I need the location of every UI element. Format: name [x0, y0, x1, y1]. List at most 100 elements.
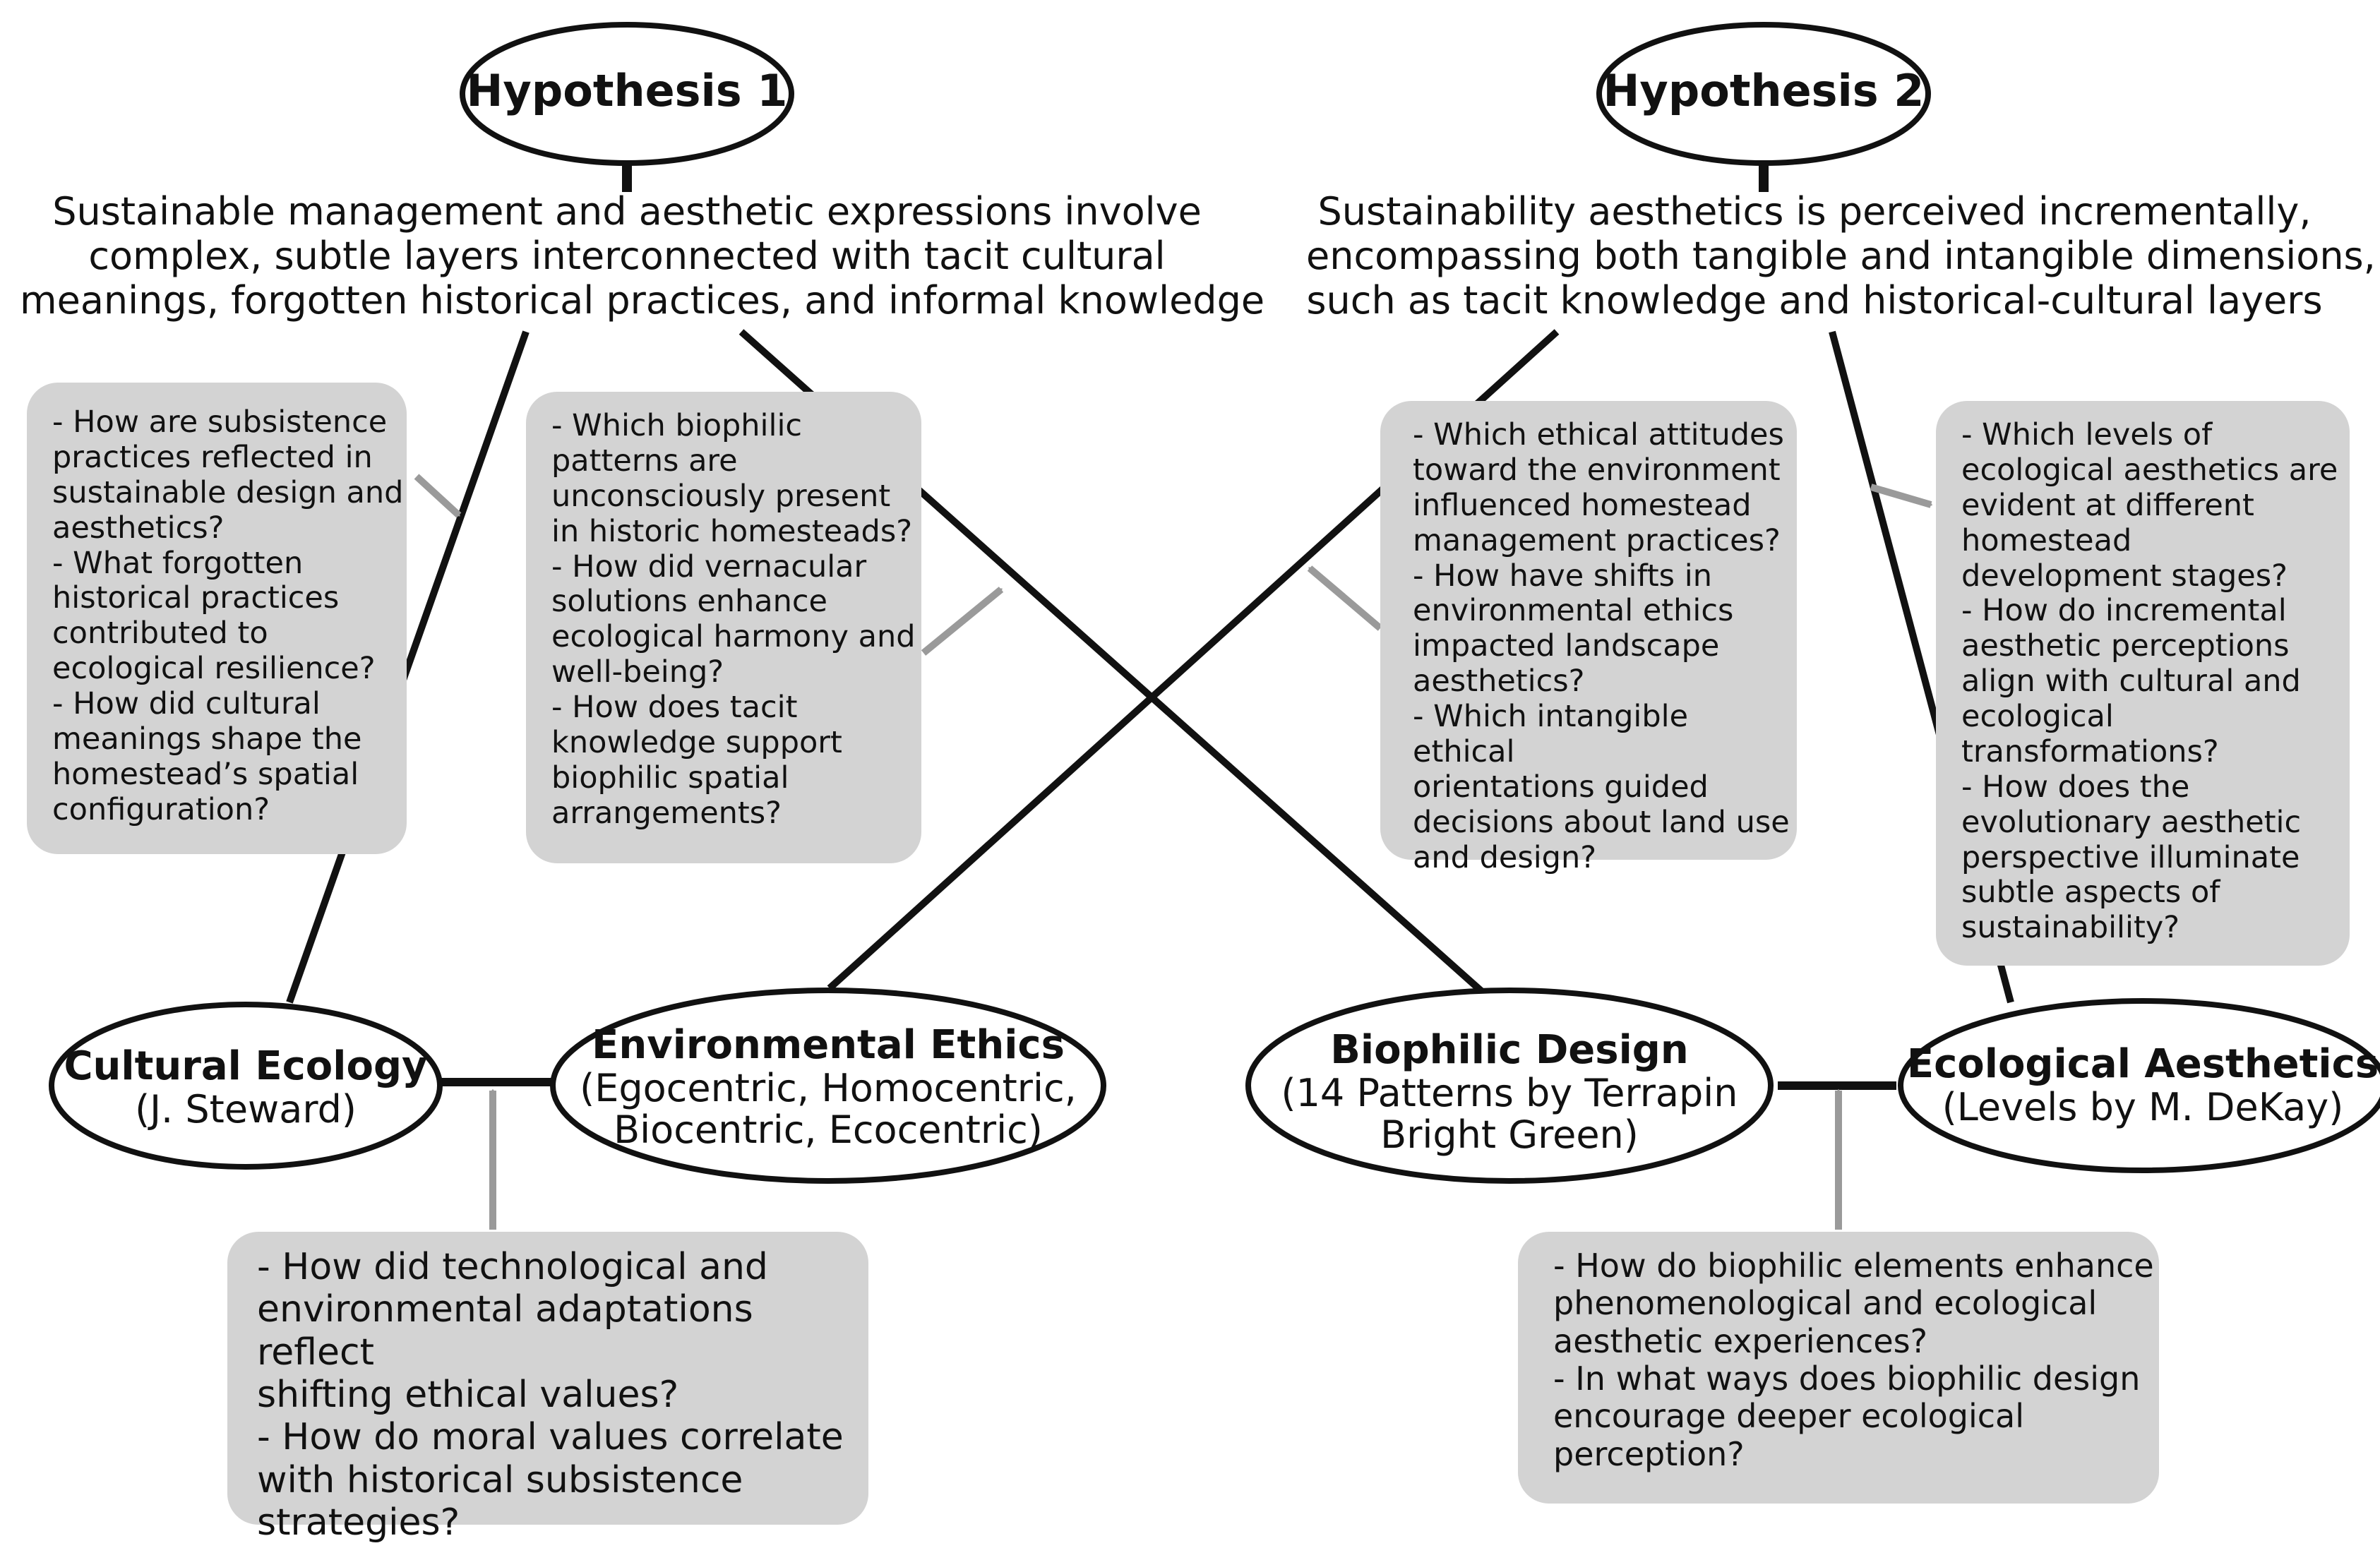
cultural-ecology-ellipse [49, 1002, 443, 1170]
biophilic-design-ellipse [1245, 988, 1774, 1184]
arrow-ethics-box [1307, 565, 1383, 631]
arrow-biophilic-box [921, 587, 1004, 656]
question-line: ecological resilience? [52, 651, 376, 687]
question-line: and design? [1413, 839, 1597, 875]
question-box-biophilic-experience: - How do biophilic elements enhance phen… [1518, 1232, 2159, 1504]
question-line: influenced homestead [1413, 487, 1752, 523]
hypothesis-2-line: Sustainability aesthetics is perceived i… [1317, 189, 2312, 234]
question-line: - How do moral values correlate [257, 1416, 844, 1459]
question-line: toward the environment [1413, 452, 1781, 488]
question-line: patterns are [551, 443, 738, 479]
question-line: environmental adaptations reflect [257, 1288, 753, 1374]
hypothesis-1-ellipse [460, 22, 794, 166]
ecological-aesthetics-ellipse [1898, 998, 2380, 1173]
question-line: configuration? [52, 791, 270, 827]
question-line: phenomenological and ecological [1553, 1284, 2098, 1323]
question-line: evolutionary aesthetic [1961, 804, 2302, 840]
question-line: impacted landscape [1413, 628, 1720, 664]
question-line: - Which ethical attitudes [1413, 417, 1784, 452]
cultural-ecology-node: Cultural Ecology (J. Steward) [52, 1045, 440, 1130]
arrow-ecological-aesthetics-box [1870, 484, 1933, 508]
question-line: homestead [1961, 522, 2132, 558]
question-line: practices reflected in [52, 439, 373, 475]
question-line: - How have shifts in [1413, 558, 1712, 594]
question-line: management practices? [1413, 522, 1781, 558]
question-line: aesthetics? [52, 510, 225, 546]
question-line: shifting ethical values? [257, 1373, 679, 1416]
environmental-ethics-subtitle: (Egocentric, Homocentric, [580, 1065, 1077, 1110]
hypothesis-1-text: Sustainable management and aesthetic exp… [20, 189, 1265, 323]
question-line: sustainable design and [52, 474, 404, 510]
question-line: - How does the [1961, 769, 2190, 805]
question-line: sustainability? [1961, 910, 2180, 946]
question-line: - Which levels of [1961, 417, 2213, 452]
question-line: - How do incremental [1961, 593, 2287, 629]
question-line: - Which biophilic [551, 408, 803, 443]
arrow-cultural-ecology-box [414, 474, 462, 518]
question-line: knowledge support [551, 724, 842, 760]
connector-h1-cultural-ecology [286, 330, 530, 1004]
hypothesis-2-line: such as tacit knowledge and historical-c… [1306, 278, 2323, 323]
question-line: aesthetic perceptions [1961, 628, 2290, 664]
hypothesis-1-label: Hypothesis 1 [466, 65, 788, 116]
hypothesis-1-line: complex, subtle layers interconnected wi… [88, 234, 1166, 279]
question-line: well-being? [551, 654, 724, 690]
question-line: perspective illuminate [1961, 839, 2300, 875]
question-line: arrangements? [551, 795, 782, 831]
hypothesis-1-line: meanings, forgotten historical practices… [20, 278, 1265, 323]
question-line: ecological harmony and [551, 619, 916, 655]
question-line: aesthetic experiences? [1553, 1321, 1928, 1360]
environmental-ethics-title: Environmental Ethics [592, 1022, 1065, 1068]
environmental-ethics-ellipse [550, 988, 1106, 1184]
cultural-ecology-title: Cultural Ecology [64, 1043, 428, 1089]
question-line: transformations? [1961, 733, 2219, 769]
question-line: development stages? [1961, 558, 2288, 594]
question-line: environmental ethics [1413, 593, 1734, 629]
hypothesis-2-ellipse [1596, 22, 1931, 166]
question-line: orientations guided [1413, 769, 1709, 805]
biophilic-design-node: Biophilic Design (14 Patterns by Terrapi… [1248, 1028, 1771, 1156]
cultural-ecology-subtitle: (J. Steward) [135, 1086, 357, 1132]
environmental-ethics-subtitle: Biocentric, Ecocentric) [614, 1107, 1043, 1152]
question-line: homestead’s spatial [52, 756, 359, 792]
question-line: unconsciously present [551, 478, 891, 514]
ecological-aesthetics-title: Ecological Aesthetics [1906, 1041, 2379, 1087]
question-line: ecological aesthetics are [1961, 452, 2338, 488]
question-line: - In what ways does biophilic design [1553, 1360, 2141, 1398]
question-box-cultural-ecology: - How are subsistence practices reflecte… [27, 383, 407, 854]
question-line: decisions about land use [1413, 804, 1790, 840]
question-line: perception? [1553, 1434, 1745, 1473]
hypothesis-1-line: Sustainable management and aesthetic exp… [52, 189, 1202, 234]
environmental-ethics-node: Environmental Ethics (Egocentric, Homoce… [553, 1024, 1104, 1151]
question-line: in historic homesteads? [551, 513, 913, 549]
question-line: solutions enhance [551, 584, 828, 620]
hypothesis-2-label: Hypothesis 2 [1603, 65, 1925, 116]
biophilic-design-subtitle: Bright Green) [1380, 1112, 1639, 1157]
question-line: evident at different [1961, 487, 2254, 523]
biophilic-design-title: Biophilic Design [1330, 1027, 1689, 1073]
ecological-aesthetics-subtitle: (Levels by M. DeKay) [1942, 1084, 2344, 1129]
question-line: encourage deeper ecological [1553, 1397, 2024, 1436]
question-box-ethics-adaptations: - How did technological and environmenta… [227, 1232, 868, 1544]
question-line: - Which intangible ethical [1413, 699, 1689, 769]
question-line: - How did cultural [52, 686, 321, 721]
biophilic-design-subtitle: (14 Patterns by Terrapin [1281, 1070, 1738, 1115]
question-line: strategies? [257, 1501, 460, 1544]
question-line: - What forgotten [52, 545, 304, 581]
question-line: aesthetics? [1413, 664, 1585, 700]
hypothesis-2-line: encompassing both tangible and intangibl… [1306, 234, 2376, 279]
question-line: - How do biophilic elements enhance [1553, 1247, 2154, 1285]
question-line: contributed to [52, 616, 268, 652]
question-line: - How did technological and [257, 1246, 768, 1288]
question-line: - How did vernacular [551, 548, 867, 584]
question-line: align with cultural and [1961, 664, 2301, 700]
question-box-ethical-attitudes: - Which ethical attitudes toward the env… [1380, 401, 1797, 875]
ecological-aesthetics-node: Ecological Aesthetics (Levels by M. DeKa… [1901, 1043, 2380, 1128]
question-line: historical practices [52, 580, 340, 616]
question-line: with historical subsistence [257, 1458, 743, 1501]
question-box-biophilic-patterns: - Which biophilic patterns are unconscio… [526, 392, 921, 863]
question-box-ecological-aesthetics: - Which levels of ecological aesthetics … [1936, 401, 2350, 966]
question-line: - How are subsistence [52, 404, 388, 440]
question-line: meanings shape the [52, 721, 362, 757]
